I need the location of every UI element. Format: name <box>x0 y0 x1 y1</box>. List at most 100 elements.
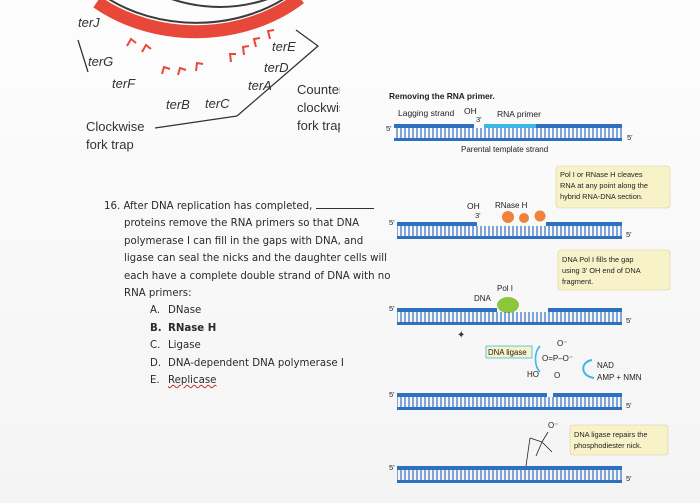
counterclockwise-label-3: fork trap <box>297 118 340 133</box>
five-prime-4: 5' <box>389 390 395 399</box>
dna-fragment-7 <box>397 393 547 397</box>
dna-label: DNA <box>474 294 492 303</box>
rnaseh-note-1: Pol I or RNase H cleaves <box>560 170 643 179</box>
question-16: 16. After DNA replication has completed,… <box>104 198 394 389</box>
template-strand-2 <box>397 236 622 239</box>
option-d[interactable]: D.DNA-dependent DNA polymerase I <box>150 357 344 369</box>
five-prime-2: 5' <box>389 218 395 227</box>
template-strand-5 <box>397 480 622 483</box>
pol1-note-3: fragment. <box>562 277 593 286</box>
three-prime-label-2: 3' <box>475 211 481 220</box>
fork-trap-diagram: terJ terG terF terB terC terE terD terA … <box>77 0 340 152</box>
pol1-label: Pol I <box>497 284 513 293</box>
five-prime-3: 5' <box>389 304 395 313</box>
clockwise-label-1: Clockwise <box>86 119 145 134</box>
phosphodiester-o-minus: O⁻ <box>548 421 558 430</box>
ligase-label-box <box>485 345 533 359</box>
base-ticks-3 <box>397 312 622 322</box>
rna-primer-removal-figure: Removing the RNA primer. Lagging strand … <box>386 91 671 483</box>
ligase-label: DNA ligase <box>488 348 527 357</box>
template-strand-1 <box>394 138 622 141</box>
phosphodiester-bond <box>525 431 553 467</box>
terA-label: terA <box>248 78 272 93</box>
rnaseh-blob-3 <box>534 210 546 222</box>
dna-fragment-9 <box>397 466 622 470</box>
base-ticks-5 <box>397 470 622 480</box>
terF-label: terF <box>112 76 136 91</box>
phosphate-o: O <box>554 371 560 380</box>
parental-strand-label: Parental template strand <box>461 145 548 154</box>
terJ-label: terJ <box>78 15 100 30</box>
clockwise-label-2: fork trap <box>86 137 134 152</box>
phosphate-o-eq-p: O=P–O⁻ <box>542 354 573 363</box>
question-line: RNA primers: <box>124 288 192 300</box>
ho-label: HO <box>527 370 539 379</box>
oh-label-2: OH <box>467 201 480 211</box>
five-prime-2b: 5' <box>626 230 632 239</box>
counterclockwise-trap-arrow <box>236 29 320 117</box>
rnaseh-label: RNase H <box>495 201 528 210</box>
dna-fragment-8 <box>553 393 622 397</box>
clockwise-trap-line <box>154 115 238 129</box>
five-prime-5b: 5' <box>626 474 632 483</box>
question-line: ligase can seal the nicks and the daught… <box>124 253 387 265</box>
question-line: each have a complete double strand of DN… <box>124 270 391 282</box>
ligase-note-box <box>569 424 669 456</box>
chromosome-red-band <box>93 0 304 39</box>
five-prime-bottom: 5' <box>627 133 633 142</box>
base-ticks-4 <box>397 397 622 407</box>
rnaseh-blob-1 <box>502 211 514 223</box>
lagging-strand-label: Lagging strand <box>398 108 455 118</box>
dna-fragment-3 <box>397 222 477 226</box>
five-prime-5: 5' <box>389 463 395 472</box>
chromosome-outer-arc <box>171 0 268 8</box>
amp-nmn-label: AMP + NMN <box>597 373 642 382</box>
terC-label: terC <box>205 96 230 111</box>
option-b[interactable]: B.RNase H <box>150 322 217 334</box>
template-strand-3 <box>397 322 622 325</box>
template-strand-4 <box>397 407 622 410</box>
rnaseh-note-box <box>555 165 671 209</box>
ligase-bracket <box>534 345 541 373</box>
pol1-note-2: using 3' OH end of DNA <box>562 266 641 275</box>
terE-label: terE <box>272 39 296 54</box>
figure-heading: Removing the RNA primer. <box>389 91 495 101</box>
sparkle-mark: ✦ <box>457 330 465 341</box>
five-prime-3b: 5' <box>626 316 632 325</box>
five-prime-4b: 5' <box>626 401 632 410</box>
dna-fragment-5 <box>397 308 497 312</box>
rna-primer-1 <box>484 124 536 128</box>
option-c[interactable]: C.Ligase <box>150 340 201 352</box>
five-prime-top: 5' <box>386 124 392 133</box>
nad-label: NAD <box>597 361 614 370</box>
chromosome-inner-arc <box>108 0 284 24</box>
oh-label: OH <box>464 106 477 116</box>
dna-fragment-2 <box>536 124 622 128</box>
dna-fragment-4 <box>546 222 622 226</box>
dna-fragment-1 <box>394 124 474 128</box>
ligase-note-1: DNA ligase repairs the <box>574 430 648 439</box>
pol1-enzyme <box>497 297 519 313</box>
terG-label: terG <box>88 54 113 69</box>
option-e[interactable]: E.Replicase <box>150 375 217 387</box>
question-line: 16. After DNA replication has completed, <box>104 198 394 215</box>
option-a[interactable]: A.DNase <box>150 305 202 317</box>
base-ticks-2 <box>397 226 622 236</box>
question-line: polymerase I can fill in the gaps with D… <box>124 235 364 247</box>
pol1-note-box <box>557 249 671 291</box>
question-line: proteins remove the RNA primers so that … <box>124 218 360 230</box>
rnaseh-note-2: RNA at any point along the <box>560 181 648 190</box>
base-ticks-1 <box>394 128 622 138</box>
answer-blank[interactable] <box>315 199 374 209</box>
clockwise-trap-arrow <box>77 39 89 73</box>
counterclockwise-label-2: clockwise <box>297 100 340 115</box>
ter-site-markers <box>106 4 275 76</box>
three-prime-label: 3' <box>476 115 482 124</box>
pol1-note-1: DNA Pol I fills the gap <box>562 255 633 264</box>
counterclockwise-label-1: Counter- <box>297 82 340 97</box>
ligase-note-2: phosphodiester nick. <box>574 441 642 450</box>
nad-arrow <box>582 359 595 379</box>
phosphate-o-minus: O⁻ <box>557 339 567 348</box>
dna-fragment-6 <box>548 308 622 312</box>
